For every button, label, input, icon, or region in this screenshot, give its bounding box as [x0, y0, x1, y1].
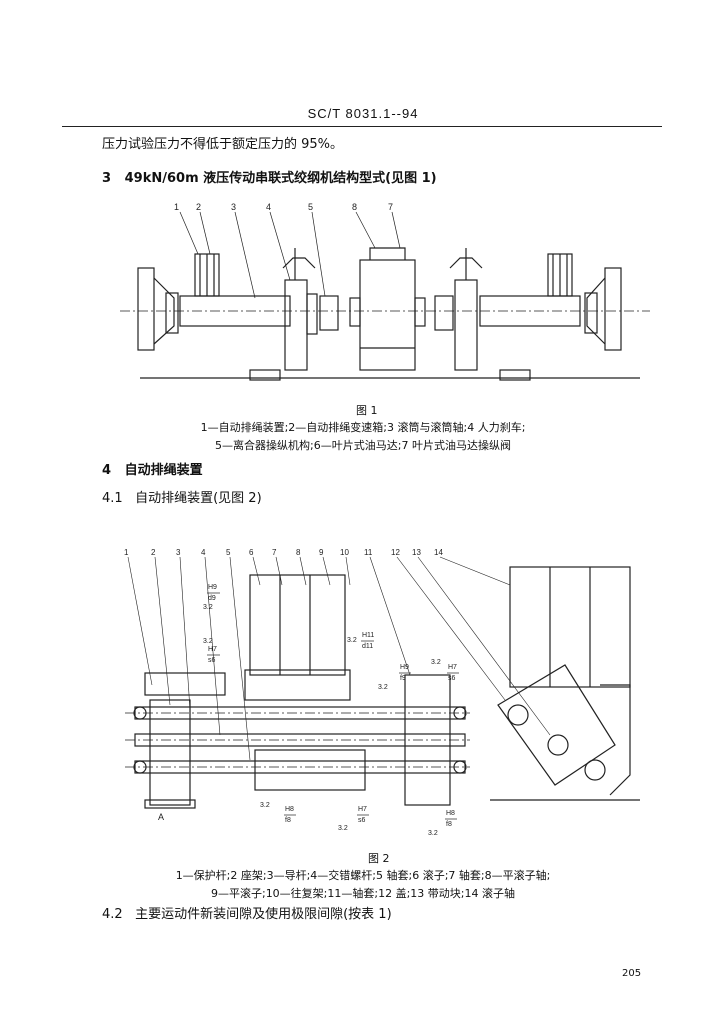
fit-1-upper: H9 — [208, 584, 217, 591]
fig2-callout-13: 13 — [412, 548, 421, 557]
roughness-2: 3.2 — [203, 638, 213, 645]
fig1-callout-2: 2 — [196, 202, 201, 212]
section-4-2-title: 主要运动件新装间隙及使用极限间隙(按表 1) — [135, 907, 392, 922]
fig1-callout-3: 3 — [231, 202, 236, 212]
roughness-1: 3.2 — [203, 604, 213, 611]
paragraph-pressure: 压力试验压力不得低于额定压力的 95%。 — [102, 137, 344, 152]
fig1-callout-4: 4 — [266, 202, 271, 212]
fit-3-upper: H11 — [362, 632, 374, 639]
fig2-callout-8: 8 — [296, 548, 301, 557]
figure-2-legend-line-2: 9—平滚子;10—往复架;11—轴套;12 盖;13 带动块;14 滚子轴 — [210, 887, 515, 900]
fig2-callout-10: 10 — [340, 548, 349, 557]
fig2-callout-4: 4 — [201, 548, 206, 557]
fit-2-upper: H7 — [208, 646, 217, 653]
section-4-heading: 4 自动排绳装置 — [102, 462, 203, 480]
fig2-callout-1: 1 — [124, 548, 129, 557]
section-4-title: 自动排绳装置 — [124, 463, 203, 478]
fit-5-lower: s6 — [448, 675, 456, 682]
standard-number: SC/T 8031.1--94 — [307, 106, 419, 121]
fig2-callout-14: 14 — [434, 548, 443, 557]
fig1-callout-7: 7 — [388, 202, 393, 212]
view-label-a: A — [158, 812, 164, 822]
fit-3-lower: d11 — [362, 643, 373, 650]
fig2-callout-12: 12 — [391, 548, 400, 557]
figure-1-legend-line-2: 5—离合器操纵机构;6—叶片式油马达;7 叶片式油马达操纵阀 — [215, 439, 511, 452]
fit-6-upper: H8 — [285, 806, 294, 813]
section-4-2-number: 4.2 — [102, 907, 123, 922]
fig2-callout-6: 6 — [249, 548, 254, 557]
fig1-callout-8: 8 — [352, 202, 357, 212]
fit-8-lower: f8 — [446, 821, 452, 828]
roughness-3: 3.2 — [347, 637, 357, 644]
section-3-number: 3 — [102, 171, 112, 186]
fit-6-lower: f8 — [285, 817, 291, 824]
fig2-callout-2: 2 — [151, 548, 156, 557]
section-4-1-number: 4.1 — [102, 491, 123, 506]
fit-2-lower: s6 — [208, 657, 216, 664]
page-number: 205 — [622, 968, 642, 979]
fit-7-lower: s6 — [358, 817, 366, 824]
roughness-4: 3.2 — [378, 684, 388, 691]
header-rule — [62, 126, 662, 127]
figure-1-legend-line-1: 1—自动排绳装置;2—自动排绳变速箱;3 滚筒与滚筒轴;4 人力刹车; — [200, 421, 526, 434]
section-3-heading: 3 49kN/60m 液压传动串联式绞纲机结构型式(见图 1) — [102, 170, 437, 188]
fit-4-upper: H9 — [400, 664, 409, 671]
section-4-2-heading: 4.2 主要运动件新装间隙及使用极限间隙(按表 1) — [102, 906, 392, 924]
roughness-6: 3.2 — [260, 802, 270, 809]
fig2-callout-7: 7 — [272, 548, 277, 557]
fit-8-upper: H8 — [446, 810, 455, 817]
roughness-7: 3.2 — [338, 825, 348, 832]
fig2-callout-3: 3 — [176, 548, 181, 557]
figure-1-drawing: 1 2 3 4 5 8 7 — [120, 202, 650, 381]
figure-1-caption: 图 1 — [356, 404, 378, 417]
section-4-1-heading: 4.1 自动排绳装置(见图 2) — [102, 490, 262, 508]
figure-2-caption: 图 2 — [368, 852, 390, 865]
roughness-5: 3.2 — [431, 659, 441, 666]
fit-5-upper: H7 — [448, 664, 457, 671]
fig2-callout-5: 5 — [226, 548, 231, 557]
section-4-1-title: 自动排绳装置(见图 2) — [135, 491, 262, 506]
figure-2-drawing: 1 2 3 4 5 6 7 8 9 10 11 12 13 14 H9 d9 3… — [124, 548, 640, 837]
fig2-callout-9: 9 — [319, 548, 324, 557]
fit-7-upper: H7 — [358, 806, 367, 813]
roughness-8: 3.2 — [428, 830, 438, 837]
fig1-callout-1: 1 — [174, 202, 179, 212]
section-4-number: 4 — [102, 463, 112, 478]
section-3-title: 49kN/60m 液压传动串联式绞纲机结构型式(见图 1) — [124, 171, 437, 186]
fit-1-lower: d9 — [208, 595, 216, 602]
fig1-callout-5: 5 — [308, 202, 313, 212]
figure-2-legend-line-1: 1—保护杆;2 座架;3—导杆;4—交错螺杆;5 轴套;6 滚子;7 轴套;8—… — [175, 869, 551, 882]
fit-4-lower: f9 — [400, 675, 406, 682]
fig2-callout-11: 11 — [364, 548, 373, 557]
